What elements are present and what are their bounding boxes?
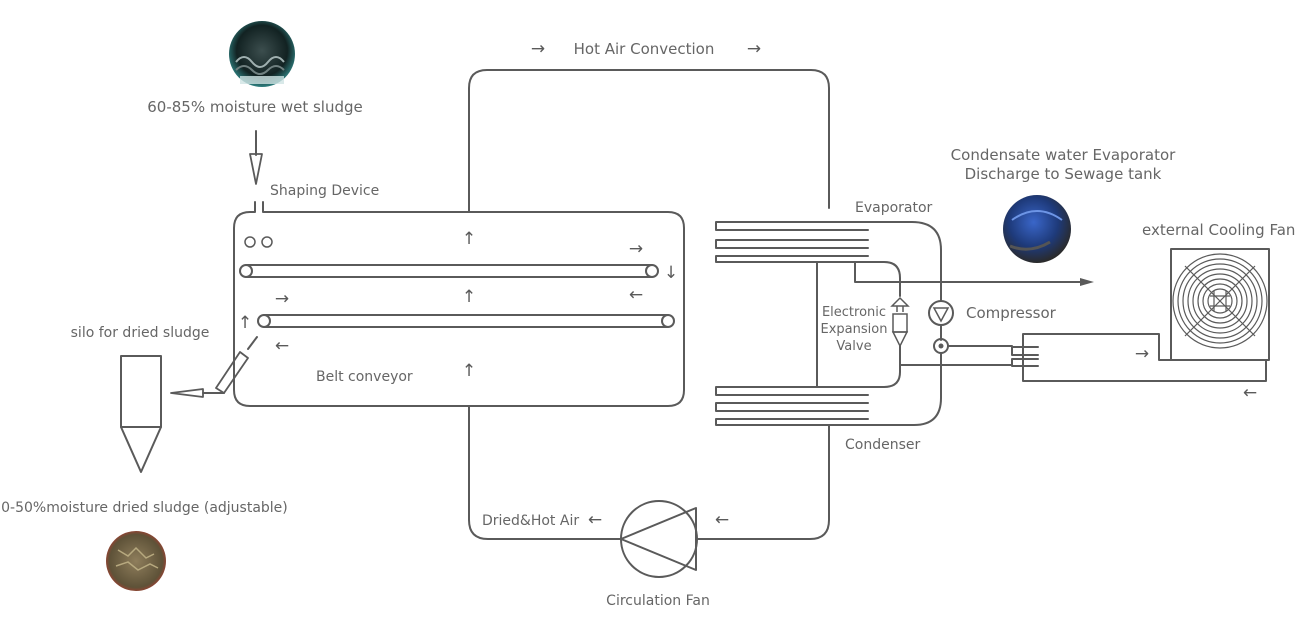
silo — [120, 355, 162, 473]
coolant-right-arrow: → — [1135, 344, 1149, 364]
shaping-roller-icon — [261, 236, 273, 248]
belt-direction-down-arrow: ↓ — [664, 263, 678, 283]
airflow-up-arrow: ↑ — [462, 229, 476, 249]
condensate-drain-line — [854, 261, 1081, 283]
external-cooling-fan-label: external Cooling Fan — [1142, 221, 1295, 239]
circulation-fan-icon — [620, 500, 698, 578]
belt-direction-right-arrow: → — [629, 239, 643, 259]
coolant-left-arrow: ← — [1243, 383, 1257, 403]
wet-sludge-label: 60-85% moisture wet sludge — [147, 98, 363, 116]
hot-air-convection-label: Hot Air Convection — [574, 40, 715, 58]
expansion-valve-label: Valve — [836, 339, 871, 354]
wet-sludge-photo — [229, 21, 295, 87]
discharge-chute — [170, 336, 258, 398]
hot-air-right-arrow: → — [747, 39, 761, 59]
silo-label: silo for dried sludge — [71, 325, 210, 341]
evaporator-coil — [715, 221, 869, 263]
refrigerant-inner-loop — [816, 261, 901, 388]
dried-hot-air-label: Dried&Hot Air — [482, 513, 579, 529]
condenser-label: Condenser — [845, 437, 920, 453]
evaporator-label: Evaporator — [855, 200, 933, 216]
drain-arrowhead — [1080, 278, 1094, 286]
belt-direction-left-arrow: ← — [275, 336, 289, 356]
refrigerant-outer-loop — [867, 221, 942, 426]
condenser-coil — [715, 386, 869, 426]
feed-arrow — [249, 130, 263, 185]
belt-conveyor-upper — [239, 264, 659, 278]
dried-sludge-label: 10-50%moisture dried sludge (adjustable) — [0, 500, 288, 516]
airflow-up-arrow: ↑ — [462, 287, 476, 307]
return-air-left-arrow: ← — [588, 510, 602, 530]
shaping-device-label: Shaping Device — [270, 183, 379, 199]
shaping-roller-icon — [244, 236, 256, 248]
return-air-left-arrow: ← — [715, 510, 729, 530]
belt-conveyor-label: Belt conveyor — [316, 369, 413, 385]
external-heat-exchanger — [1011, 333, 1267, 382]
external-line — [899, 345, 1013, 366]
hot-air-duct — [468, 69, 830, 213]
compressor-label: Compressor — [966, 304, 1057, 322]
dryer-chamber — [233, 201, 685, 407]
dried-sludge-photo — [106, 531, 166, 591]
hot-air-right-arrow: → — [531, 39, 545, 59]
condensate-tank-photo — [1003, 195, 1071, 263]
belt-direction-up-arrow: ↑ — [238, 313, 252, 333]
condensate-label: Condensate water Evaporator — [951, 146, 1176, 164]
return-air-duct — [468, 405, 830, 540]
belt-conveyor-lower — [257, 314, 675, 328]
expansion-valve-label: Expansion — [821, 322, 888, 337]
belt-direction-left-arrow: ← — [629, 285, 643, 305]
expansion-valve-icon — [890, 296, 910, 348]
belt-direction-right-arrow: → — [275, 289, 289, 309]
airflow-up-arrow: ↑ — [462, 361, 476, 381]
expansion-valve-label: Electronic — [822, 305, 886, 320]
cooling-fan-icon — [1170, 248, 1270, 361]
condensate-label: Discharge to Sewage tank — [965, 165, 1162, 183]
circulation-fan-label: Circulation Fan — [606, 593, 710, 609]
